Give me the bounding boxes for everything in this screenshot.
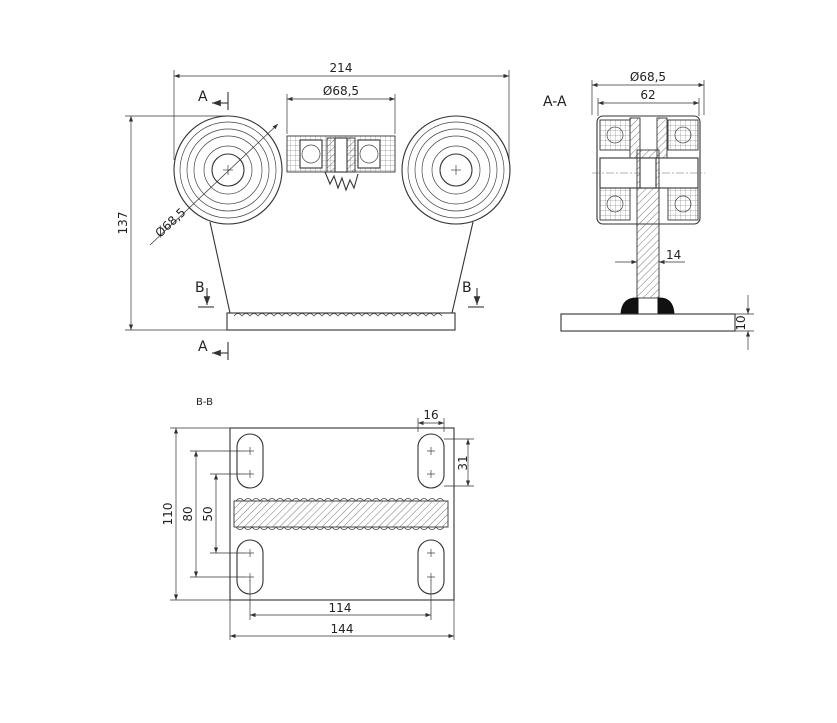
dim-aa-outer-label: Ø68,5 <box>630 70 666 84</box>
dim-wheel-label: Ø68,5 <box>152 205 188 240</box>
section-bb-view: B-B 16 <box>161 397 474 640</box>
dim-bearing-label: Ø68,5 <box>323 84 359 98</box>
section-aa-title: A-A <box>543 94 567 110</box>
dim-aa-web-label: 14 <box>666 248 681 262</box>
dim-bb-inner-holes: 50 <box>201 473 246 554</box>
section-b-right: B <box>462 280 472 296</box>
dim-bb-height-label: 110 <box>161 503 175 526</box>
right-wheel <box>401 115 511 225</box>
dim-aa-inner-label: 62 <box>640 88 655 102</box>
dim-214-label: 214 <box>330 61 353 75</box>
dim-bb-outer-holes-label: 80 <box>181 506 195 521</box>
dim-aa-inner: 62 <box>597 88 700 116</box>
dim-bb-hole-spacing: 114 <box>249 580 432 620</box>
dim-bb-slot-length: 31 <box>444 438 474 487</box>
dim-214: 214 <box>173 61 510 160</box>
dim-bb-outer-holes: 80 <box>181 450 246 578</box>
mounting-slots <box>236 433 445 595</box>
front-view: 214 Ø68,5 Ø68,5 137 A A <box>116 61 511 360</box>
dim-bb-slot-width: 16 <box>417 408 445 432</box>
left-wheel <box>173 115 283 225</box>
section-aa-view: A-A Ø68,5 <box>543 70 754 350</box>
dim-bb-inner-holes-label: 50 <box>201 506 215 521</box>
dim-bb-slot-length-label: 31 <box>456 455 470 470</box>
section-marker-a: A A <box>198 89 229 360</box>
dim-bb-hole-spacing-label: 114 <box>329 601 352 615</box>
dim-bb-slot-width-label: 16 <box>423 408 438 422</box>
dim-137: 137 <box>116 115 228 331</box>
dim-aa-plate-label: 10 <box>734 315 748 330</box>
dim-aa-outer: Ø68,5 <box>591 70 705 115</box>
section-bb-title: B-B <box>196 397 213 408</box>
dim-bearing: Ø68,5 <box>286 84 396 134</box>
dim-137-label: 137 <box>116 212 130 235</box>
section-marker-b: B B <box>195 280 484 308</box>
dim-aa-web: 14 <box>615 248 685 265</box>
section-b-left: B <box>195 280 205 296</box>
dim-bb-width-label: 144 <box>331 622 354 636</box>
dim-bb-width: 144 <box>229 600 455 640</box>
dim-aa-plate: 10 <box>734 295 754 350</box>
section-a-bottom: A <box>198 339 208 355</box>
section-a-top: A <box>198 89 208 105</box>
center-bearing <box>286 135 396 192</box>
dim-bb-height: 110 <box>161 427 230 601</box>
